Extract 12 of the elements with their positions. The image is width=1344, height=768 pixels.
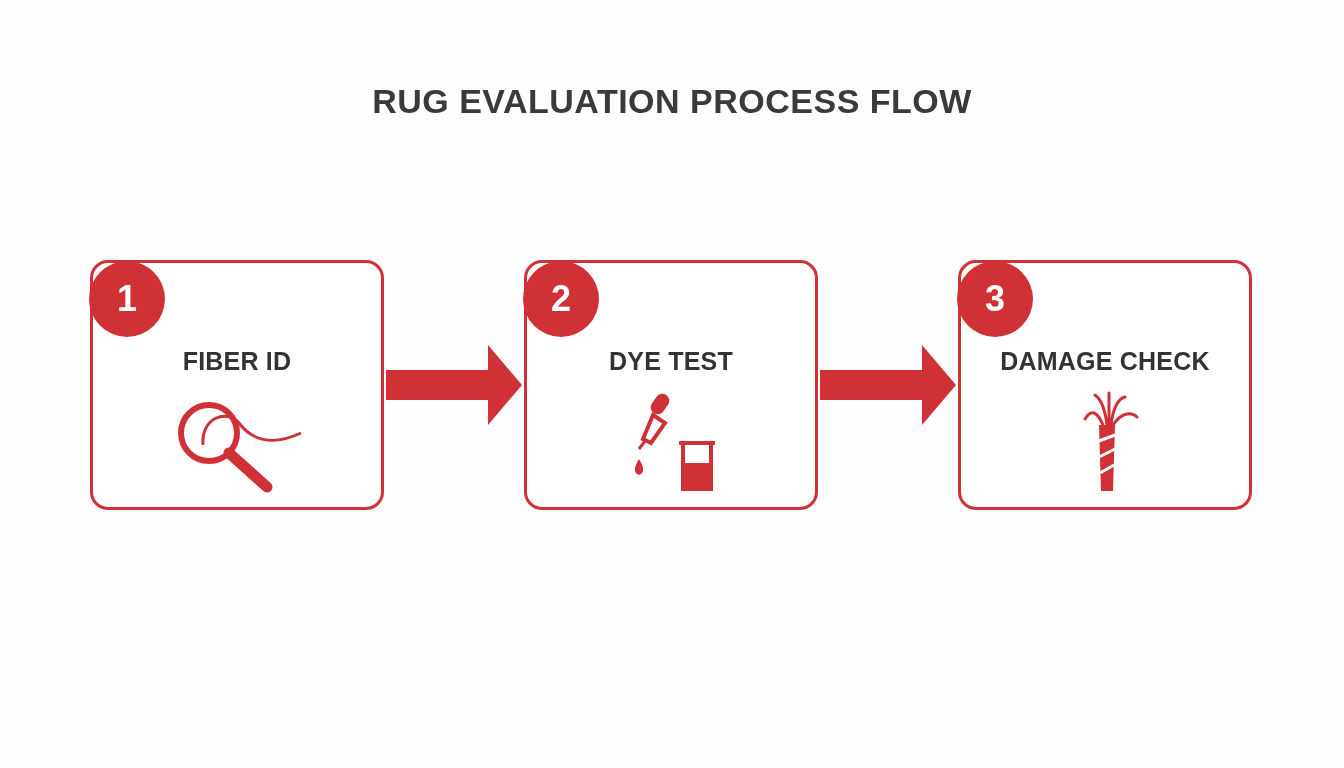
step-label: FIBER ID: [182, 347, 292, 376]
process-box: [524, 260, 818, 510]
diagram-title: RUG EVALUATION PROCESS FLOW: [372, 82, 972, 121]
step-number: 2: [523, 261, 599, 337]
arrow: [820, 345, 956, 425]
process-box: [90, 260, 384, 510]
step-label: DAMAGE CHECK: [1000, 347, 1210, 376]
process-box: [958, 260, 1252, 510]
step-label: DYE TEST: [609, 347, 733, 376]
step-number: 3: [957, 261, 1033, 337]
step-number: 1: [89, 261, 165, 337]
arrow: [386, 345, 522, 425]
